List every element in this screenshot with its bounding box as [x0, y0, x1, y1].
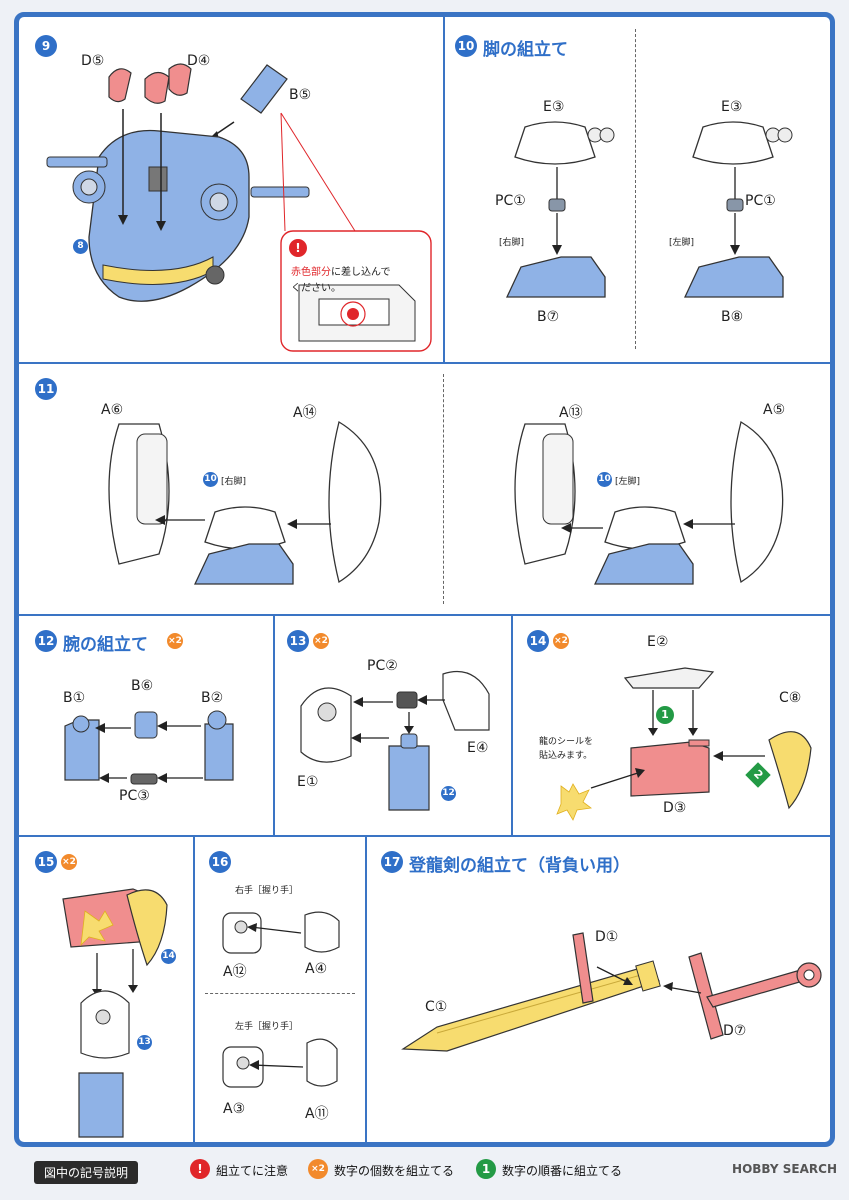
ref-step-10-right: 10 [203, 472, 218, 487]
divider [635, 29, 636, 349]
ref-step-8: 8 [73, 239, 88, 254]
step-12-panel: 12 腕の組立て ×2 B① B⑥ B② PC③ [19, 616, 275, 837]
part-label-pc2: PC② [367, 658, 398, 674]
step-title: 腕の組立て [63, 635, 148, 655]
ref-step-14: 14 [161, 949, 176, 964]
step-title: 脚の組立て [483, 40, 568, 60]
leg-armor-illustration [108, 420, 784, 585]
part-label-b6: B⑥ [131, 678, 154, 694]
part-label-d7: D⑦ [723, 1023, 747, 1039]
insert-note-line1: 赤色部分に差し込んで [291, 263, 391, 278]
sticker-note-line1: 龍のシールを [539, 737, 594, 747]
step-number: 16 [209, 851, 231, 873]
step-10-panel: 10 脚の組立て E③ PC① [右脚] B⑦ E③ PC① [左脚] B⑧ [445, 17, 830, 364]
ref-side-left-leg: [左脚] [615, 477, 641, 487]
step-9-panel: 9 D⑤ D④ B⑤ 8 [19, 17, 445, 364]
step-number: 11 [35, 378, 57, 400]
multiplier-badge: ×2 [313, 633, 329, 649]
part-label-a6: A⑥ [101, 402, 124, 418]
part-label-a5: A⑤ [763, 402, 786, 418]
part-label-a11: A⑪ [305, 1106, 329, 1122]
step-14-panel: 14 ×2 E② C⑧ D③ 龍のシールを 貼込みます。 1 2 [513, 616, 830, 837]
step-16-panel: 16 右手［握り手］ A⑫ A④ 左手［握り手］ A③ A⑪ [195, 837, 367, 1142]
part-label-a14: A⑭ [293, 405, 317, 421]
part-label-a4: A④ [305, 961, 328, 977]
legend-count-text: 数字の個数を組立てる [334, 1164, 455, 1178]
hand-label-right: 右手［握り手］ [235, 886, 299, 896]
arm-assembly-illustration [64, 710, 234, 785]
shield-assembly-illustration [556, 667, 812, 821]
leg-assembly-illustration [505, 121, 793, 298]
part-label-e3-left: E③ [543, 99, 565, 115]
instruction-sheet: 9 D⑤ D④ B⑤ 8 [14, 12, 835, 1147]
part-label-a3: A③ [223, 1101, 246, 1117]
step-number: 17 [381, 851, 403, 873]
insert-note-rest: に差し込んで [331, 267, 391, 278]
part-label-d5: D⑤ [81, 53, 105, 69]
part-label-d3: D③ [663, 800, 687, 816]
multiplier-badge: ×2 [61, 854, 77, 870]
legend-caution-text: 組立てに注意 [216, 1164, 289, 1178]
ref-step-13: 13 [137, 1035, 152, 1050]
side-label-left-leg: [左脚] [669, 238, 695, 248]
part-label-e3-right: E③ [721, 99, 743, 115]
caution-icon: ! [190, 1159, 210, 1179]
part-label-a12: A⑫ [223, 964, 247, 980]
step-number: 14 [527, 630, 549, 652]
divider [443, 374, 444, 604]
step-number: 13 [287, 630, 309, 652]
part-label-b7: B⑦ [537, 309, 560, 325]
step-title: 登龍剣の組立て（背負い用） [409, 856, 630, 876]
divider [205, 993, 355, 994]
hands-illustration [222, 911, 340, 1088]
part-label-c1: C① [425, 999, 448, 1015]
legend-order-text: 数字の順番に組立てる [502, 1164, 623, 1178]
shield-to-shoulder-illustration [62, 888, 168, 1138]
part-label-pc1-right: PC① [745, 193, 776, 209]
step-number: 15 [35, 851, 57, 873]
head-assembly-illustration [46, 63, 432, 352]
part-label-b2: B② [201, 690, 224, 706]
order-badge-1: 1 [656, 706, 674, 724]
part-label-b8: B⑧ [721, 309, 744, 325]
caution-icon: ! [289, 239, 307, 257]
part-label-c8: C⑧ [779, 690, 802, 706]
part-label-pc3: PC③ [119, 788, 150, 804]
ref-side-right-leg: [右脚] [221, 477, 247, 487]
multiplier-icon: ×2 [308, 1159, 328, 1179]
part-label-e2: E② [647, 634, 669, 650]
shoulder-assembly-illustration [300, 670, 490, 811]
step-13-panel: 13 ×2 PC② E④ E① 12 [275, 616, 513, 837]
sword-assembly-illustration [401, 932, 822, 1052]
legend-title: 図中の記号説明 [34, 1161, 139, 1184]
insert-note-red: 赤色部分 [291, 267, 331, 278]
ref-step-10-left: 10 [597, 472, 612, 487]
step-11-panel: 11 A⑥ A⑭ 10 [右脚] A⑬ A⑤ 10 [左脚] [19, 364, 830, 616]
part-label-d1: D① [595, 929, 619, 945]
step-17-panel: 17 登龍剣の組立て（背負い用） D① C① D⑦ [367, 837, 830, 1142]
side-label-right-leg: [右脚] [499, 238, 525, 248]
sticker-note-line2: 貼込みます。 [539, 751, 593, 761]
step-number: 10 [455, 35, 477, 57]
part-label-b5: B⑤ [289, 87, 312, 103]
part-label-d4: D④ [187, 53, 211, 69]
symbol-legend: 図中の記号説明 ! 組立てに注意 ×2 数字の個数を組立てる 1 数字の順番に組… [0, 1150, 849, 1200]
order-icon: 1 [476, 1159, 496, 1179]
part-label-b1: B① [63, 690, 86, 706]
multiplier-badge: ×2 [553, 633, 569, 649]
watermark-brand: HOBBY SEARCH [732, 1162, 837, 1176]
part-label-pc1-left: PC① [495, 193, 526, 209]
hand-label-left: 左手［握り手］ [235, 1022, 299, 1032]
step-number: 12 [35, 630, 57, 652]
ref-step-12: 12 [441, 786, 456, 801]
part-label-e4: E④ [467, 740, 489, 756]
multiplier-badge: ×2 [167, 633, 183, 649]
step-number: 9 [35, 35, 57, 57]
part-label-a13: A⑬ [559, 405, 583, 421]
step-15-panel: 15 ×2 14 13 [19, 837, 195, 1142]
insert-note-line2: ください。 [291, 283, 341, 294]
part-label-e1: E① [297, 774, 319, 790]
